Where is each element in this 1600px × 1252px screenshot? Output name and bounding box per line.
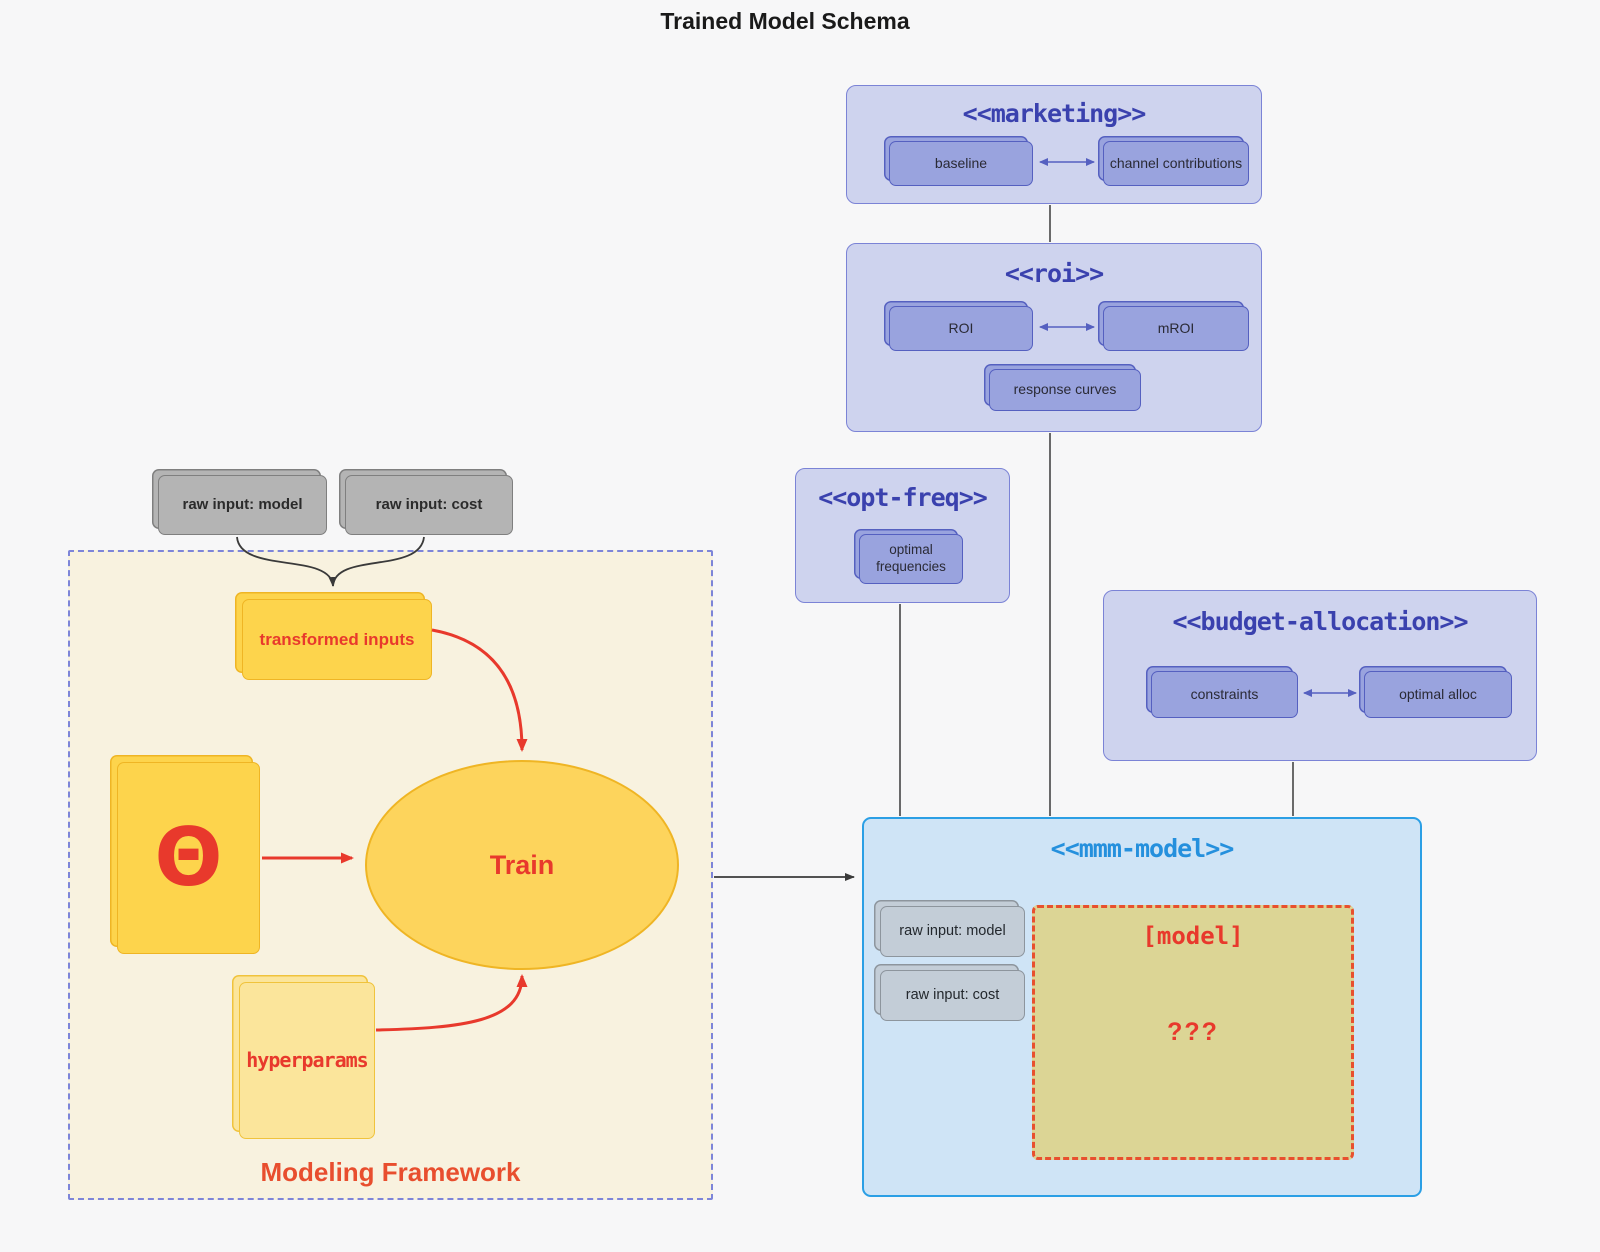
- roi-node-label: ROI: [948, 319, 974, 336]
- response-curves-node: response curves: [989, 369, 1141, 411]
- transformed-inputs-node: transformed inputs: [242, 599, 432, 680]
- roi-group: <<roi>> ROI mROI response curves: [846, 243, 1262, 432]
- raw-input-model-label: raw input: model: [182, 495, 303, 513]
- marketing-group: <<marketing>> baseline channel contribut…: [846, 85, 1262, 204]
- diagram-title: Trained Model Schema: [660, 8, 910, 34]
- mmm-model-group-title: <<mmm-model>>: [1050, 834, 1235, 863]
- raw-input-model-node: raw input: model: [158, 475, 327, 535]
- optimal-alloc-node-label: optimal alloc: [1399, 685, 1477, 702]
- raw-input-cost-label: raw input: cost: [375, 495, 483, 513]
- theta-node: Θ: [117, 762, 260, 954]
- mmm-raw-input-model-node: raw input: model: [880, 906, 1025, 957]
- modeling-framework-label: Modeling Framework: [260, 1157, 521, 1187]
- opt-freq-group: <<opt-freq>> optimal frequencies: [795, 468, 1010, 603]
- model-box-unknown: ???: [1167, 1018, 1219, 1046]
- raw-input-cost-node: raw input: cost: [345, 475, 513, 535]
- theta-label: Θ: [154, 811, 223, 904]
- channel-contributions-node-label: channel contributions: [1109, 154, 1243, 171]
- marketing-group-title: <<marketing>>: [962, 99, 1147, 128]
- baseline-node: baseline: [889, 141, 1033, 186]
- mmm-model-group: <<mmm-model>> raw input: model raw input…: [862, 817, 1422, 1197]
- channel-contributions-node: channel contributions: [1103, 141, 1249, 186]
- mroi-node: mROI: [1103, 306, 1249, 351]
- train-label: Train: [489, 849, 555, 880]
- hyperparams-node: hyperparams: [239, 982, 375, 1139]
- roi-group-title: <<roi>>: [1004, 259, 1104, 288]
- transformed-inputs-label: transformed inputs: [259, 629, 415, 649]
- optimal-frequencies-node-label: optimal frequencies: [876, 542, 946, 574]
- opt-freq-group-title: <<opt-freq>>: [818, 483, 988, 512]
- constraints-node-label: constraints: [1190, 685, 1259, 702]
- mroi-node-label: mROI: [1157, 319, 1195, 336]
- budget-allocation-group: <<budget-allocation>> constraints optima…: [1103, 590, 1537, 761]
- mmm-raw-input-model-label: raw input: model: [899, 923, 1006, 940]
- hyperparams-label: hyperparams: [246, 1048, 368, 1072]
- mmm-raw-input-cost-label: raw input: cost: [905, 987, 1000, 1004]
- constraints-node: constraints: [1151, 671, 1298, 718]
- modeling-framework-group: transformed inputs Θ Train hyperparams M…: [68, 550, 713, 1200]
- roi-node: ROI: [889, 306, 1033, 351]
- baseline-node-label: baseline: [934, 154, 988, 171]
- train-node: Train: [365, 760, 679, 970]
- budget-allocation-group-title: <<budget-allocation>>: [1172, 607, 1468, 636]
- optimal-alloc-node: optimal alloc: [1364, 671, 1512, 718]
- model-placeholder-box: [model] ???: [1032, 905, 1354, 1160]
- response-curves-node-label: response curves: [1013, 381, 1117, 398]
- optimal-frequencies-node: optimal frequencies: [859, 534, 963, 584]
- model-box-label: [model]: [1142, 922, 1244, 950]
- mmm-raw-input-cost-node: raw input: cost: [880, 970, 1025, 1021]
